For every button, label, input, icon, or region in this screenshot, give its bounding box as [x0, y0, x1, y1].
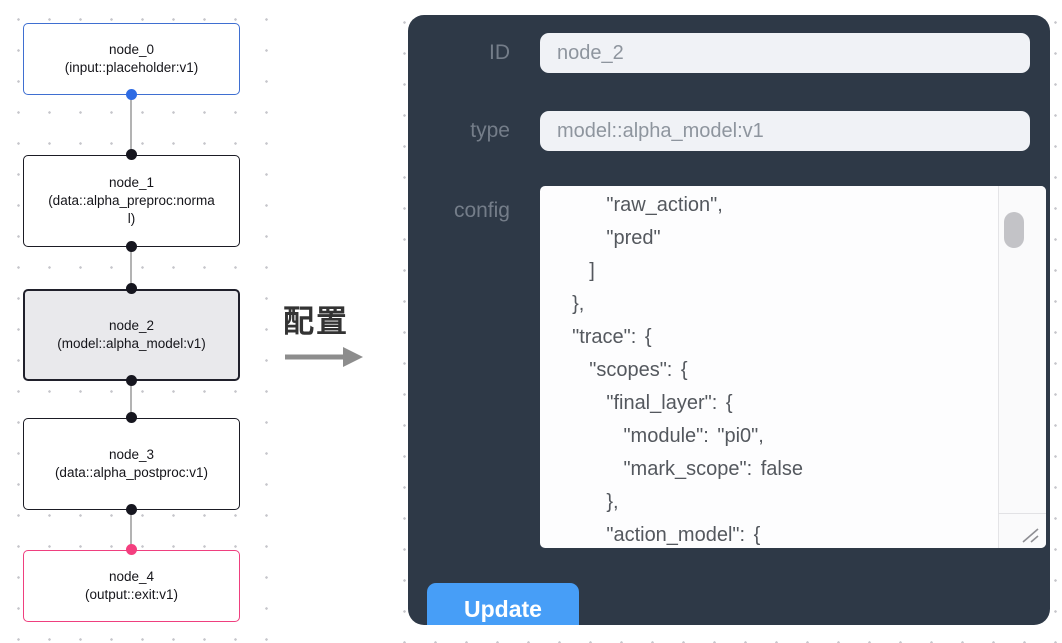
port-node_2-in[interactable] [126, 283, 137, 294]
node-node_0[interactable]: node_0 (input::placeholder:v1) [23, 23, 240, 95]
config-json-line: "trace": { [555, 326, 652, 348]
transition-label: 配置 [283, 304, 349, 339]
port-node_3-in[interactable] [126, 412, 137, 423]
scrollbar-corner [998, 513, 1046, 548]
config-json-line: "scopes": { [555, 359, 688, 381]
edge-node1-node2[interactable] [130, 247, 132, 289]
node-type-label: (output::exit:v1) [84, 587, 179, 602]
port-node_3-out[interactable] [126, 504, 137, 515]
edge-node0-node1[interactable] [130, 95, 132, 155]
config-panel: ID type config "raw_action", "pred" ] },… [408, 15, 1050, 625]
id-input[interactable] [540, 33, 1030, 73]
node-node_1[interactable]: node_1 (data::alpha_preproc:normal) [23, 155, 240, 247]
config-json-line: ] [555, 260, 595, 282]
config-json-line: }, [555, 293, 585, 315]
config-json-line: "final_layer": { [555, 392, 733, 414]
node-type-label: (data::alpha_postproc:v1) [54, 465, 209, 480]
resize-handle-icon[interactable] [1021, 527, 1041, 543]
edge-node3-node4[interactable] [130, 510, 132, 550]
config-field-label: config [453, 199, 510, 222]
port-node_1-in[interactable] [126, 149, 137, 160]
node-type-label: (data::alpha_preproc:normal) [48, 193, 215, 226]
arrow-right-icon [285, 347, 363, 367]
scrollbar-thumb[interactable] [1004, 212, 1024, 248]
port-node_0-out[interactable] [126, 89, 137, 100]
node-type-label: (model::alpha_model:v1) [57, 336, 206, 351]
port-node_4-in[interactable] [126, 544, 137, 555]
node-title: node_4 [108, 569, 155, 584]
update-button[interactable]: Update [427, 583, 579, 625]
node-title: node_1 [108, 175, 155, 190]
id-field-label: ID [489, 41, 510, 64]
config-editor[interactable]: "raw_action", "pred" ] }, "trace": { "sc… [540, 186, 1046, 548]
config-json-line: "raw_action", [555, 194, 723, 216]
config-json-text: "raw_action", "pred" ] }, "trace": { "sc… [540, 189, 803, 548]
config-json-line: "pred" [555, 227, 661, 249]
port-node_2-out[interactable] [126, 375, 137, 386]
config-json-line: "action_model": { [555, 524, 761, 546]
config-json-line: }, [555, 491, 619, 513]
port-node_1-out[interactable] [126, 241, 137, 252]
type-field-label: type [470, 119, 510, 142]
transition-annotation: 配置 [283, 296, 383, 368]
scrollbar-track[interactable] [998, 186, 1046, 548]
config-json-line: "module": "pi0", [555, 425, 764, 447]
node-node_4[interactable]: node_4 (output::exit:v1) [23, 550, 240, 622]
node-type-label: (input::placeholder:v1) [64, 60, 199, 75]
node-title: node_2 [108, 318, 155, 333]
node-node_3[interactable]: node_3 (data::alpha_postproc:v1) [23, 418, 240, 510]
flow-canvas: node_0 (input::placeholder:v1) node_1 (d… [0, 0, 278, 643]
config-json-line: "mark_scope": false [555, 458, 803, 480]
node-title: node_0 [108, 42, 155, 57]
type-input[interactable] [540, 111, 1030, 151]
node-node_2-selected[interactable]: node_2 (model::alpha_model:v1) [23, 289, 240, 381]
edge-node2-node3[interactable] [130, 381, 132, 418]
node-title: node_3 [108, 447, 155, 462]
panel-canvas: ID type config "raw_action", "pred" ] },… [388, 0, 1062, 643]
